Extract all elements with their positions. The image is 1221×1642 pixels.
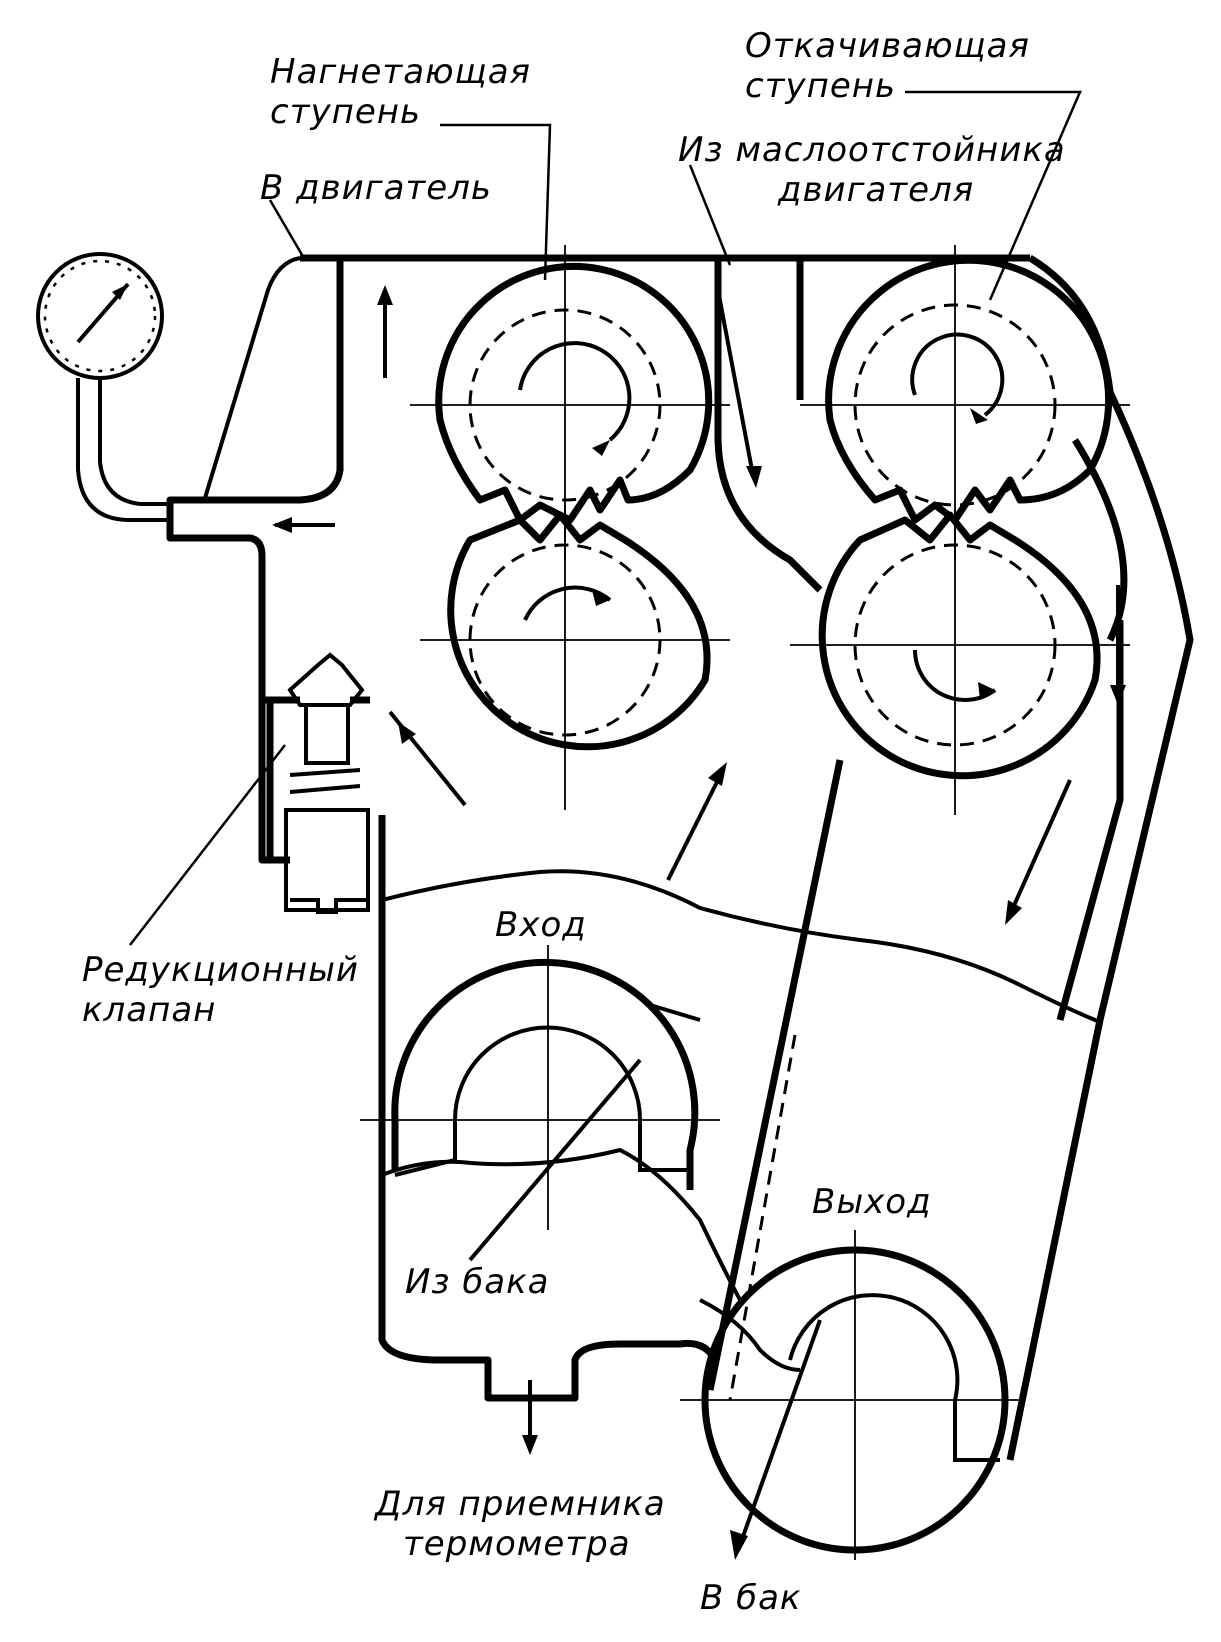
label-from-tank: Из бака bbox=[405, 1262, 550, 1302]
label-thermometer: Для приемника термометра bbox=[375, 1484, 666, 1564]
label-thermometer-line2: термометра bbox=[403, 1524, 631, 1564]
label-to-engine: В двигатель bbox=[260, 168, 492, 208]
label-pressure-stage-line2: ступень bbox=[270, 92, 422, 132]
scavenge-gear-bottom bbox=[790, 510, 1130, 815]
label-scavenge-stage-line2: ступень bbox=[745, 66, 897, 106]
reducing-valve bbox=[284, 652, 370, 914]
pressure-gear-bottom bbox=[420, 505, 730, 810]
pressure-gear-top bbox=[410, 245, 730, 560]
label-to-tank: В бак bbox=[700, 1578, 802, 1618]
outlet-port bbox=[680, 1034, 1020, 1560]
label-reducing-valve: Редукционный клапан bbox=[82, 950, 359, 1030]
pressure-gauge bbox=[36, 252, 170, 522]
label-scavenge-stage-line1: Откачивающая bbox=[745, 26, 1030, 66]
label-from-sump-line2: двигателя bbox=[778, 170, 975, 210]
label-outlet: Выход bbox=[812, 1182, 932, 1222]
leader-lines bbox=[129, 90, 1082, 946]
label-from-sump-line1: Из маслоотстойника bbox=[678, 130, 1066, 170]
housing-outline bbox=[166, 254, 1194, 1461]
label-thermometer-line1: Для приемника bbox=[375, 1484, 666, 1524]
label-pressure-stage-line1: Нагнетающая bbox=[270, 52, 531, 92]
label-reducing-valve-line2: клапан bbox=[82, 990, 217, 1030]
flow-arrows bbox=[272, 285, 1126, 1455]
label-scavenge-stage: Откачивающая ступень bbox=[745, 26, 1030, 106]
label-pressure-stage: Нагнетающая ступень bbox=[270, 52, 531, 132]
label-inlet: Вход bbox=[495, 905, 587, 945]
inlet-port bbox=[360, 945, 742, 1301]
scavenge-gear-top bbox=[800, 245, 1130, 560]
label-reducing-valve-line1: Редукционный bbox=[82, 950, 360, 990]
label-from-sump: Из маслоотстойника двигателя bbox=[678, 130, 1066, 210]
section-break-line bbox=[381, 869, 1101, 1024]
